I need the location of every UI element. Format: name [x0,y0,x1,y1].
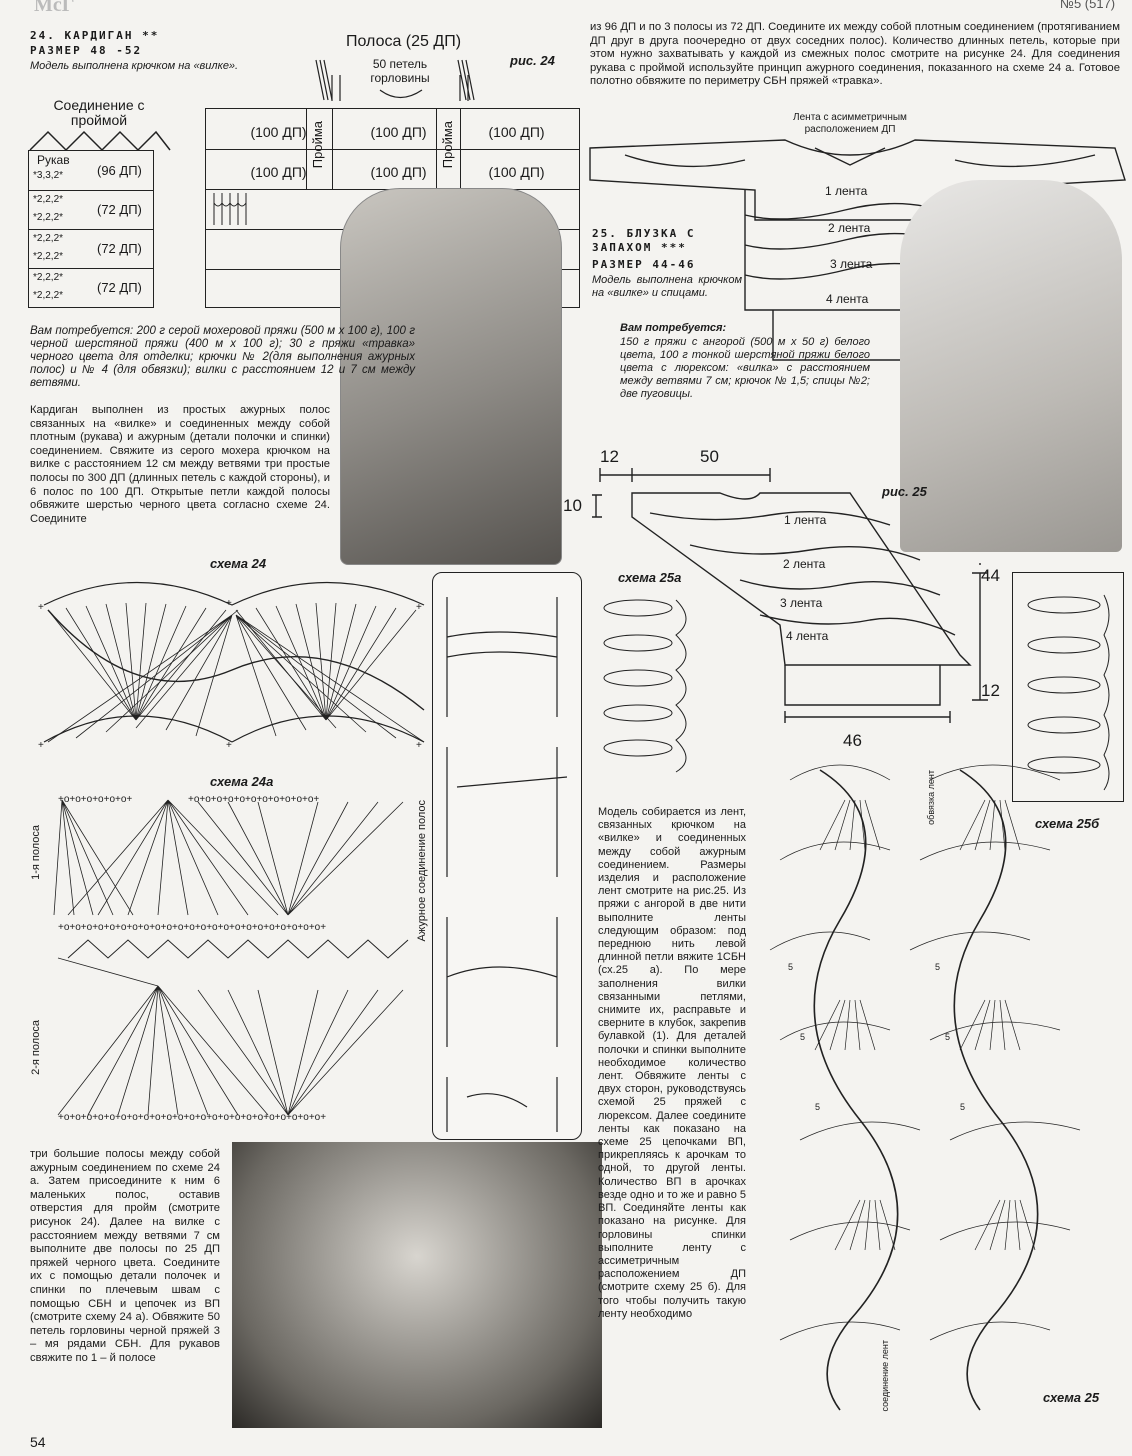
model25-photo [900,180,1122,552]
scheme25a-label: схема 25а [618,570,682,585]
fig24-neck-label: 50 петель горловины [370,57,430,85]
page-number: 54 [30,1434,46,1450]
scheme25-label: схема 25 [1043,1390,1100,1405]
svg-text:+o+o+o+o+o+o+: +o+o+o+o+o+o+ [58,794,132,805]
scheme25-chart: 5 5 5 5 5 5 [769,764,1081,1411]
model24-needs: Вам потребуется: 200 г серой мохеровой п… [30,325,415,389]
svg-text:5: 5 [788,962,793,972]
svg-text:+: + [416,602,422,613]
dim-label: 44 [981,566,1000,585]
issue-number: №5 (517) [1060,0,1116,11]
model24-desc: Модель выполнена крючком на «вилке». [30,60,239,72]
fig24-caption: рис. 24 [510,53,555,68]
fig24-join-label: Соединение с проймой [53,97,145,128]
scheme24-label: схема 24 [210,556,267,571]
technique-drawings [446,597,568,1132]
model25-needs-title: Вам потребуется: [620,322,727,334]
svg-text:+: + [226,740,232,751]
sleeve-row-codes: *3,3,2* [33,170,64,181]
fig24-strips-art [315,59,475,101]
strip-100dp: (100 ДП) [488,124,545,140]
sleeve-row-count: (72 ДП) [97,241,142,256]
model25-title: 25. БЛУЗКА С ЗАПАХОМ *** [592,227,696,254]
dim-label: 12 [600,447,619,466]
sleeve-row-codes: *2,2,2* *2,2,2* [33,272,64,301]
svg-text:+o+o+o+o+o+o+o+o+o+o+o+o+o+o+o: +o+o+o+o+o+o+o+o+o+o+o+o+o+o+o+o+o+o+o+o… [58,1112,326,1123]
model24-text1: Кардиган выполнен из простых ажурных пол… [30,404,330,525]
model24-photo [340,188,562,565]
dim-label: 46 [843,731,862,750]
svg-text:+o+o+o+o+o+o+o+o+o+o+o+: +o+o+o+o+o+o+o+o+o+o+o+ [188,794,319,805]
svg-text:5: 5 [945,1032,950,1042]
magazine-logo: МсГ [34,0,75,16]
svg-text:+: + [416,740,422,751]
fig24-strip-label: Полоса (25 ДП) [346,33,462,50]
scheme25a-right-box [1012,572,1124,802]
sleeve-row-count: (72 ДП) [97,280,142,295]
band-label: 3 лента [780,596,823,610]
band-label: 3 лента [830,257,873,271]
model24-text2: три большие полосы между собой ажурным с… [30,1148,220,1364]
scheme24a-label: схема 24а [210,774,274,789]
sleeve-label: Рукав [37,153,70,167]
armhole-label: Пройма [440,121,455,169]
strip-100dp: (100 ДП) [370,124,427,140]
strip-100dp: (100 ДП) [370,164,427,180]
sleeve-row-count: (72 ДП) [97,202,142,217]
strip-100dp: (100 ДП) [488,164,545,180]
dim-label: 12 [981,681,1000,700]
fig25-asym-label: Лента с асимметричным расположением ДП [793,112,907,135]
fig25-blouse-front [592,468,988,723]
svg-text:+o+o+o+o+o+o+o+o+o+o+o+o+o+o+o: +o+o+o+o+o+o+o+o+o+o+o+o+o+o+o+o+o+o+o+o… [58,922,326,933]
svg-text:+: + [38,740,44,751]
svg-text:5: 5 [935,962,940,972]
strip-100dp: (100 ДП) [250,164,307,180]
svg-text:5: 5 [800,1032,805,1042]
lace-closeup-photo [232,1142,602,1428]
svg-text:5: 5 [815,1102,820,1112]
model25-size: РАЗМЕР 44-46 [592,258,696,271]
dim-label: 10 [563,496,582,515]
sleeve-row-codes: *2,2,2* *2,2,2* [33,233,64,262]
model24-size: РАЗМЕР 48 -52 [30,44,143,57]
strip1-label: 1-я полоса [30,825,42,880]
scheme25a-right-chart [1027,594,1110,791]
model24-title: 24. КАРДИГАН ** [30,29,160,42]
scheme25a-chart [603,599,687,773]
sleeve-table: Рукав *3,3,2* (96 ДП) *2,2,2* *2,2,2* (7… [28,150,154,308]
band-label: 2 лента [828,221,871,235]
strip-100dp: (100 ДП) [250,124,307,140]
openwork-join-label: Ажурное соединение полос [416,800,428,942]
band-label: 1 лента [825,184,868,198]
fig25-caption: рис. 25 [882,484,927,499]
band-label: 2 лента [783,557,826,571]
model25-text: Модель собирается из лент, связанных крю… [598,806,747,1320]
band-label: 1 лента [784,513,827,527]
technique-panel [432,572,582,1140]
model24-text3: из 96 ДП и по 3 полосы из 72 ДП. Соедини… [590,21,1120,88]
sleeve-row-codes: *2,2,2* *2,2,2* [33,194,64,223]
band-label: 4 лента [826,292,869,306]
svg-text:5: 5 [960,1102,965,1112]
svg-text:+: + [38,602,44,613]
strip2-label: 2-я полоса [30,1020,42,1075]
svg-text:+: + [226,598,232,609]
fringe-detail [213,193,247,225]
dim-label: 50 [700,447,719,466]
scheme24-chart: + + + + + + [38,582,425,751]
sleeve-row-count: (96 ДП) [97,163,142,178]
scheme24a-chart: +o+o+o+o+o+o+ +o+o+o+o+o+o+o+o+o+o+o+ +o+… [53,794,409,1123]
fig24-join-zigzag [29,130,171,152]
model25-desc: Модель выполнена крючком на «вилке» и сп… [592,274,742,299]
model25-needs: 150 г пряжи с ангорой (500 м х 50 г) бел… [620,336,870,400]
armhole-label: Пройма [310,121,325,169]
band-label: 4 лента [786,629,829,643]
scheme25b-label: схема 25б [1035,816,1100,831]
